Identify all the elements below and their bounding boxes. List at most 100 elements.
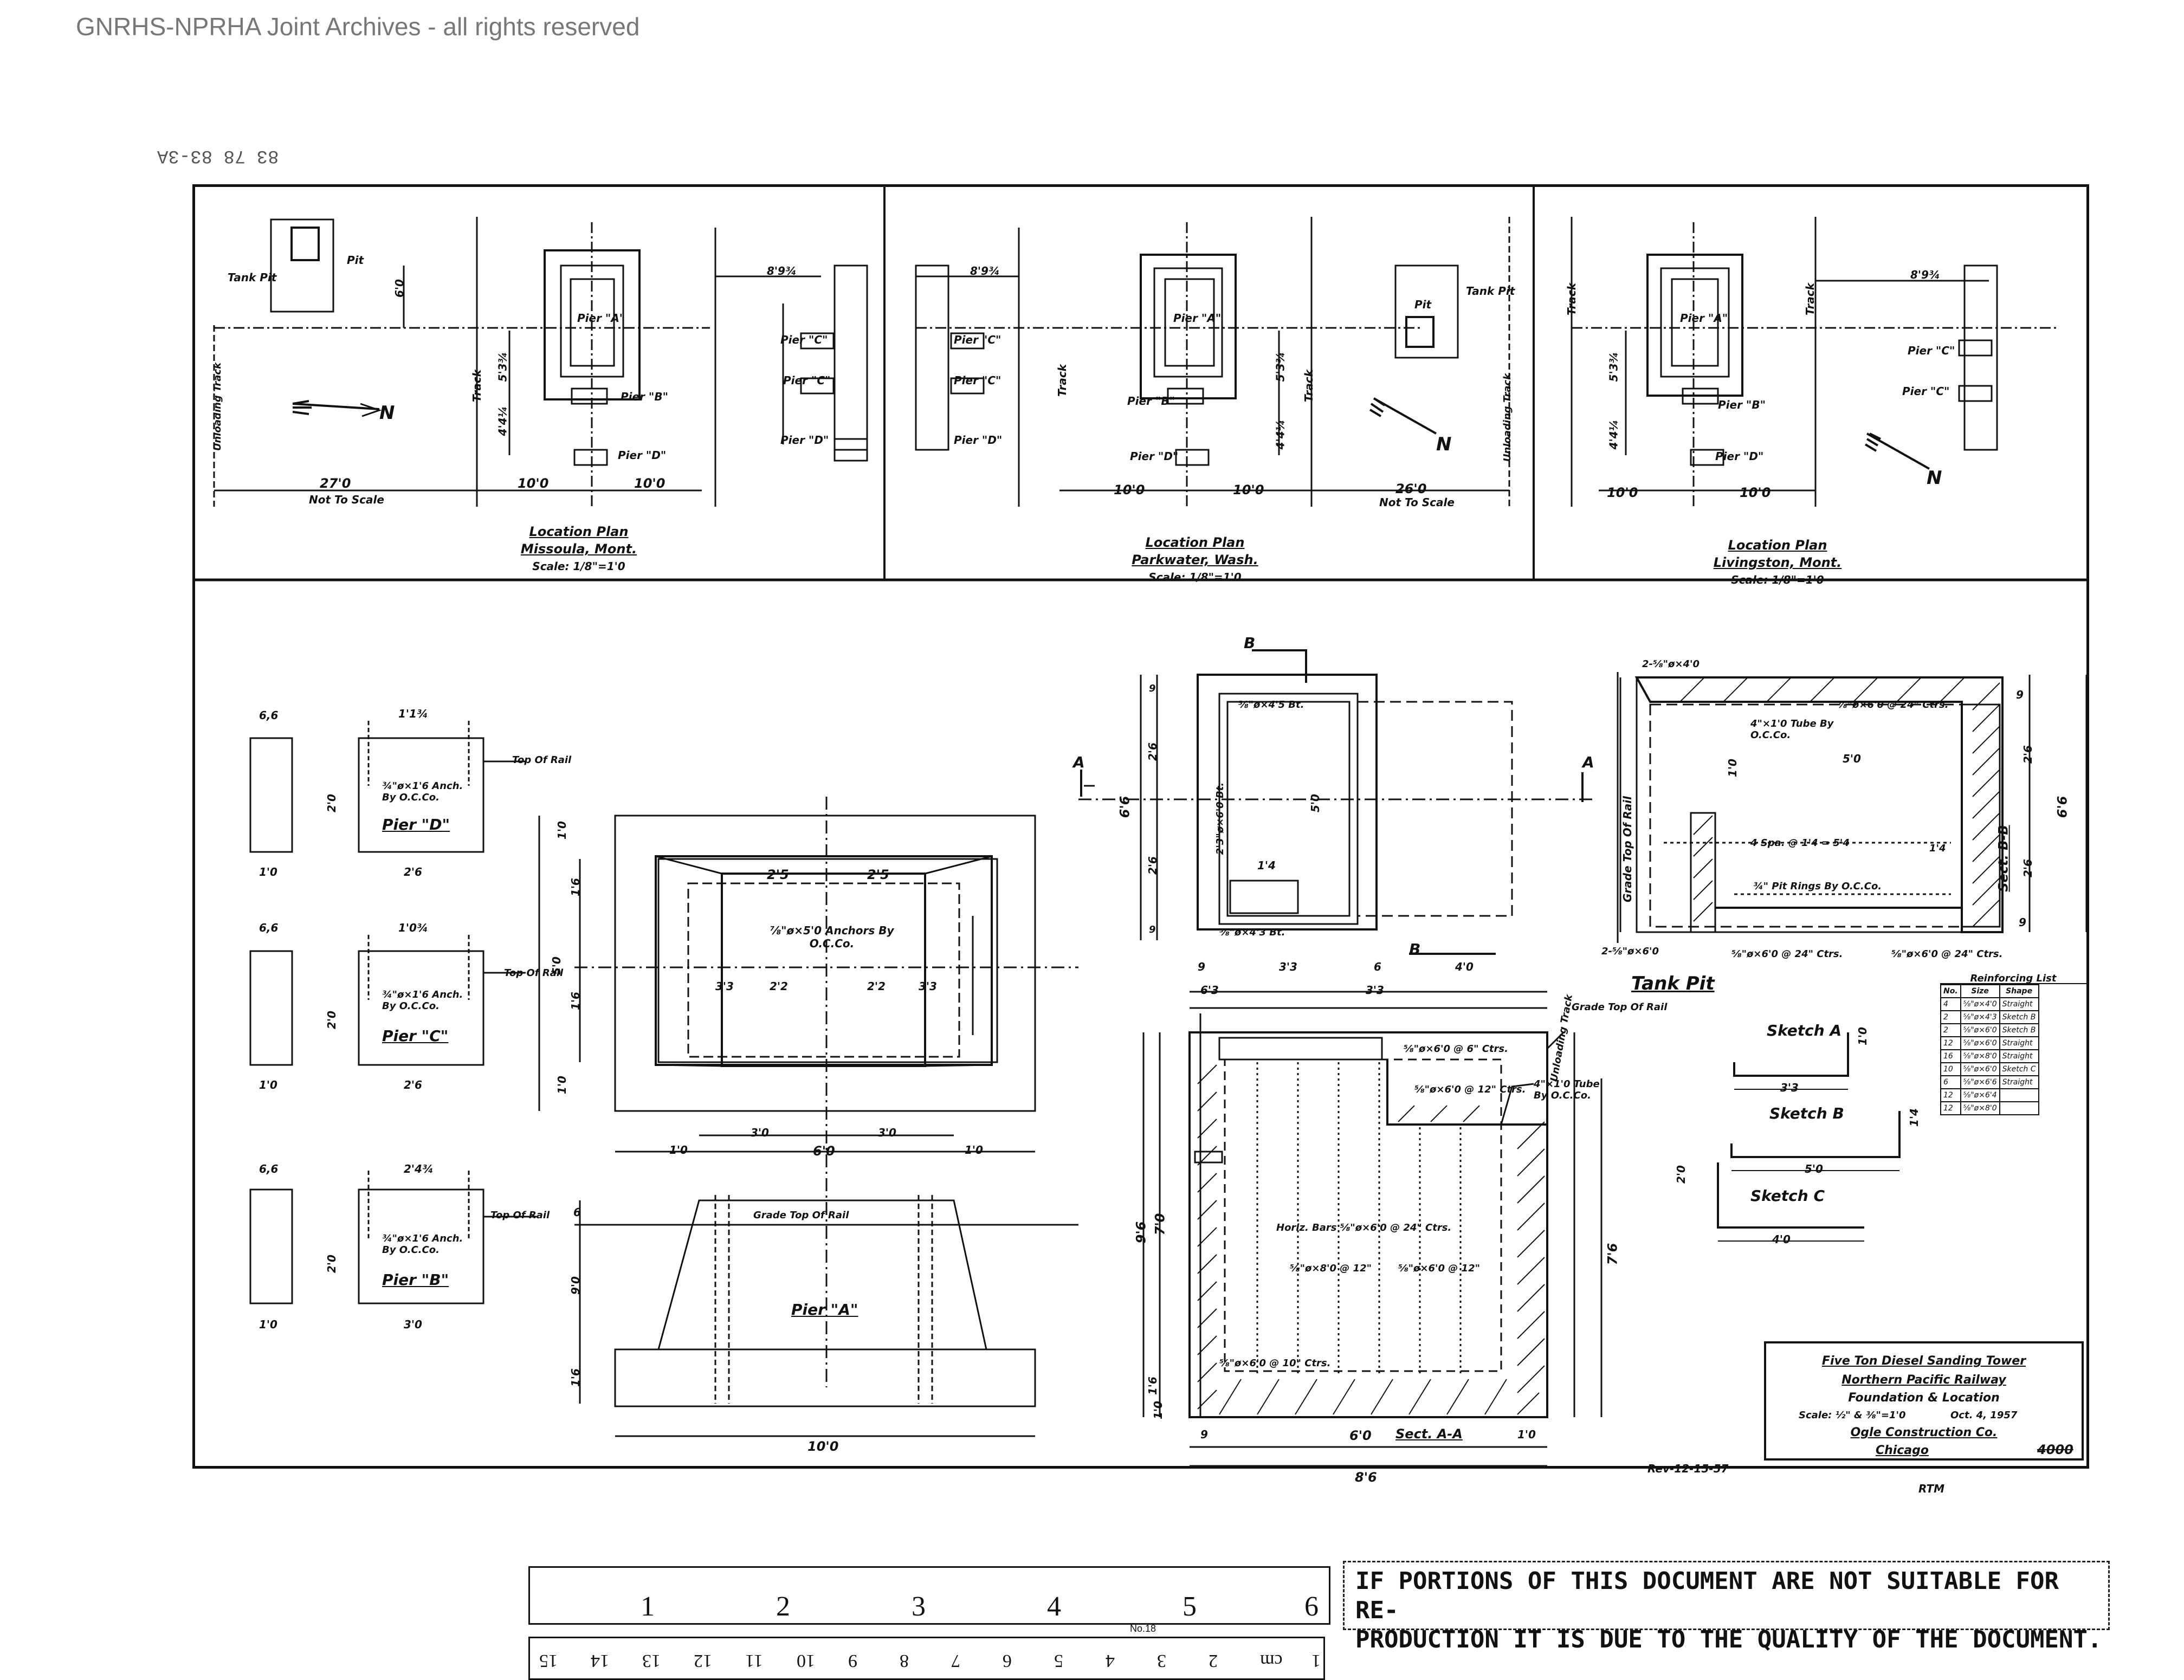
track-label: Track [470, 370, 483, 402]
sketch-c-dim-h: 4'0 [1772, 1233, 1791, 1246]
header-size: Size [1960, 984, 2000, 998]
cm-label: cm [1260, 1651, 1283, 1671]
rl-shape: Straight [1999, 1049, 2039, 1063]
aa-dim-1: 9 [1198, 960, 1205, 973]
dim-v2: 4'4¼ [1274, 419, 1287, 450]
section-bb-linework [1619, 675, 2088, 933]
section-a-marker: A [1073, 753, 1085, 771]
sketch-a-dim-v: 1'0 [1856, 1027, 1869, 1045]
aa-note-7: ⅝"ø×6'0 @ 10" Ctrs. [1219, 1358, 1331, 1369]
tank-pit-plan-linework [1078, 649, 1619, 955]
elev-top-3: 6'0 [813, 1143, 835, 1159]
rl-size: ⅝"ø×6'0 [1960, 1062, 2000, 1076]
bottom-width: 3'0 [404, 1318, 422, 1331]
inch-label: 6 [1304, 1591, 1319, 1622]
sketch-b-dim-h: 5'0 [1805, 1162, 1823, 1175]
plan-site: Missoula, Mont. [520, 541, 637, 557]
dim-v2: 4'4¼ [1607, 419, 1620, 450]
cm-label: 4 [1106, 1651, 1115, 1671]
pier-d-label: Pier "D" [618, 449, 667, 462]
grade-top-of-rail: Grade Top Of Rail [1620, 796, 1634, 902]
location-plan-parkwater-title: Location Plan Parkwater, Wash. Scale: 1/… [1087, 534, 1303, 586]
top-of-rail: Top Of Rail [512, 754, 572, 766]
plan-dim-3: 5'0 [1308, 794, 1322, 812]
pit-label: Pit [1414, 298, 1432, 311]
pier-d-label: Pier "D" [1715, 450, 1764, 463]
track2-label: Track [1803, 283, 1817, 315]
plan-dim-6: 9 [1149, 924, 1156, 935]
elev-side-3: 1'6 [568, 1368, 582, 1387]
plan-dim-4: 1'4 [1257, 859, 1276, 872]
location-plan-livingston [1571, 217, 2059, 507]
aa-dim-right-h: 7'6 [1605, 1243, 1620, 1265]
rl-count: 12 [1940, 1036, 1961, 1050]
top-of-rail: Top Of Rail [504, 967, 564, 979]
bb-note-2: ⅝"ø×6'0 @ 24" Ctrs. [1837, 699, 1949, 710]
aa-note-2: Horiz. Bars ⅝"ø×6'0 @ 24" Ctrs. [1276, 1222, 1452, 1233]
unloading-track-label: Unloading Track [1502, 373, 1514, 462]
rl-count: 16 [1940, 1049, 1961, 1063]
cm-label: 15 [539, 1651, 558, 1671]
not-to-scale: Not To Scale [1379, 496, 1455, 509]
plan-scale: Scale: 1/8"=1'0 [1731, 573, 1824, 586]
sketch-c-dim-v: 2'0 [1674, 1165, 1688, 1184]
elev-side-2: 9'0 [568, 1276, 582, 1295]
rl-size: ⅝"ø×6'6 [1960, 1075, 2000, 1089]
top-of-rail: Top Of Rail [490, 1210, 550, 1221]
tank-pit-title: Tank Pit [1631, 973, 1715, 994]
aa-dim-base: 1'6 [1146, 1377, 1159, 1395]
height-dim: 2'0 [325, 1011, 338, 1029]
sketch-b-label: Sketch B [1769, 1104, 1844, 1122]
base-width: 10'0 [807, 1439, 839, 1454]
title-company: Ogle Construction Co. [1850, 1426, 1998, 1439]
cm-label: 13 [642, 1651, 661, 1671]
rl-shape [1999, 1088, 2039, 1102]
cm-label: 2 [1209, 1651, 1218, 1671]
aa-dim-height: 9'6 [1133, 1221, 1149, 1244]
pier-c2-label: Pier "C" [954, 374, 1001, 387]
plan-dim-1: 2'6 [1146, 742, 1159, 761]
bb-note-3: 4"×1'0 Tube By O.C.Co. [1750, 718, 1834, 741]
pier-a-label: Pier "A" [1173, 312, 1222, 325]
unloading-track-label: Unloading Track [212, 362, 224, 451]
pier-c2-label: Pier "C" [783, 374, 831, 387]
dim-top: 8'9¾ [767, 264, 797, 277]
dim-right: 10'0 [1233, 482, 1264, 497]
dim-right: 10'0 [634, 476, 665, 491]
tank-pit-label: Tank Pit [1466, 285, 1515, 298]
pier-c2-label: Pier "C" [1902, 385, 1950, 398]
side-dim-3: 5'0 [550, 957, 563, 975]
side-dim: 6,6 [259, 709, 279, 722]
reproduction-notice: IF PORTIONS OF THIS DOCUMENT ARE NOT SUI… [1343, 1561, 2110, 1653]
pier-c-label: Pier "C" [954, 333, 1001, 346]
pier-b-label: Pier "B" [1127, 395, 1175, 408]
location-plan-missoula-title: Location Plan Missoula, Mont. Scale: 1/8… [470, 523, 687, 575]
pier-label: Pier "C" [382, 1027, 449, 1045]
cm-label: 10 [797, 1651, 815, 1671]
drawing-sheet [192, 184, 2089, 1469]
overall-dim: 26'0 [1395, 481, 1427, 496]
anchor-note: ¾"ø×1'6 Anch. By O.C.Co. [382, 989, 463, 1012]
plan-note-2: 2'3"ø×6'0 Bt. [1214, 782, 1226, 855]
dim-top: 8'9¾ [970, 264, 1000, 277]
pier-c-label: Pier "C" [780, 333, 828, 346]
bb-note-7: ⅝"ø×6'0 @ 24" Ctrs. [1731, 948, 1843, 960]
elev-side-1: 6 [573, 1206, 581, 1219]
dim-v1: 5'3¾ [1274, 352, 1287, 382]
pier-b-label: Pier "B" [1718, 398, 1766, 411]
bb-note-8: ⅝"ø×6'0 @ 24" Ctrs. [1891, 948, 2003, 960]
pier-a-label: Pier "A" [791, 1301, 858, 1319]
aa-note-5: 4"×1'0 Tube By O.C.Co. [1534, 1078, 1600, 1101]
rl-shape [1999, 1101, 2039, 1115]
bottom-width: 2'6 [404, 865, 422, 878]
cm-label: 5 [1054, 1651, 1063, 1671]
location-plan-missoula [213, 217, 868, 507]
title-date: Oct. 4, 1957 [1950, 1410, 2018, 1421]
rl-count: 6 [1940, 1075, 1961, 1089]
